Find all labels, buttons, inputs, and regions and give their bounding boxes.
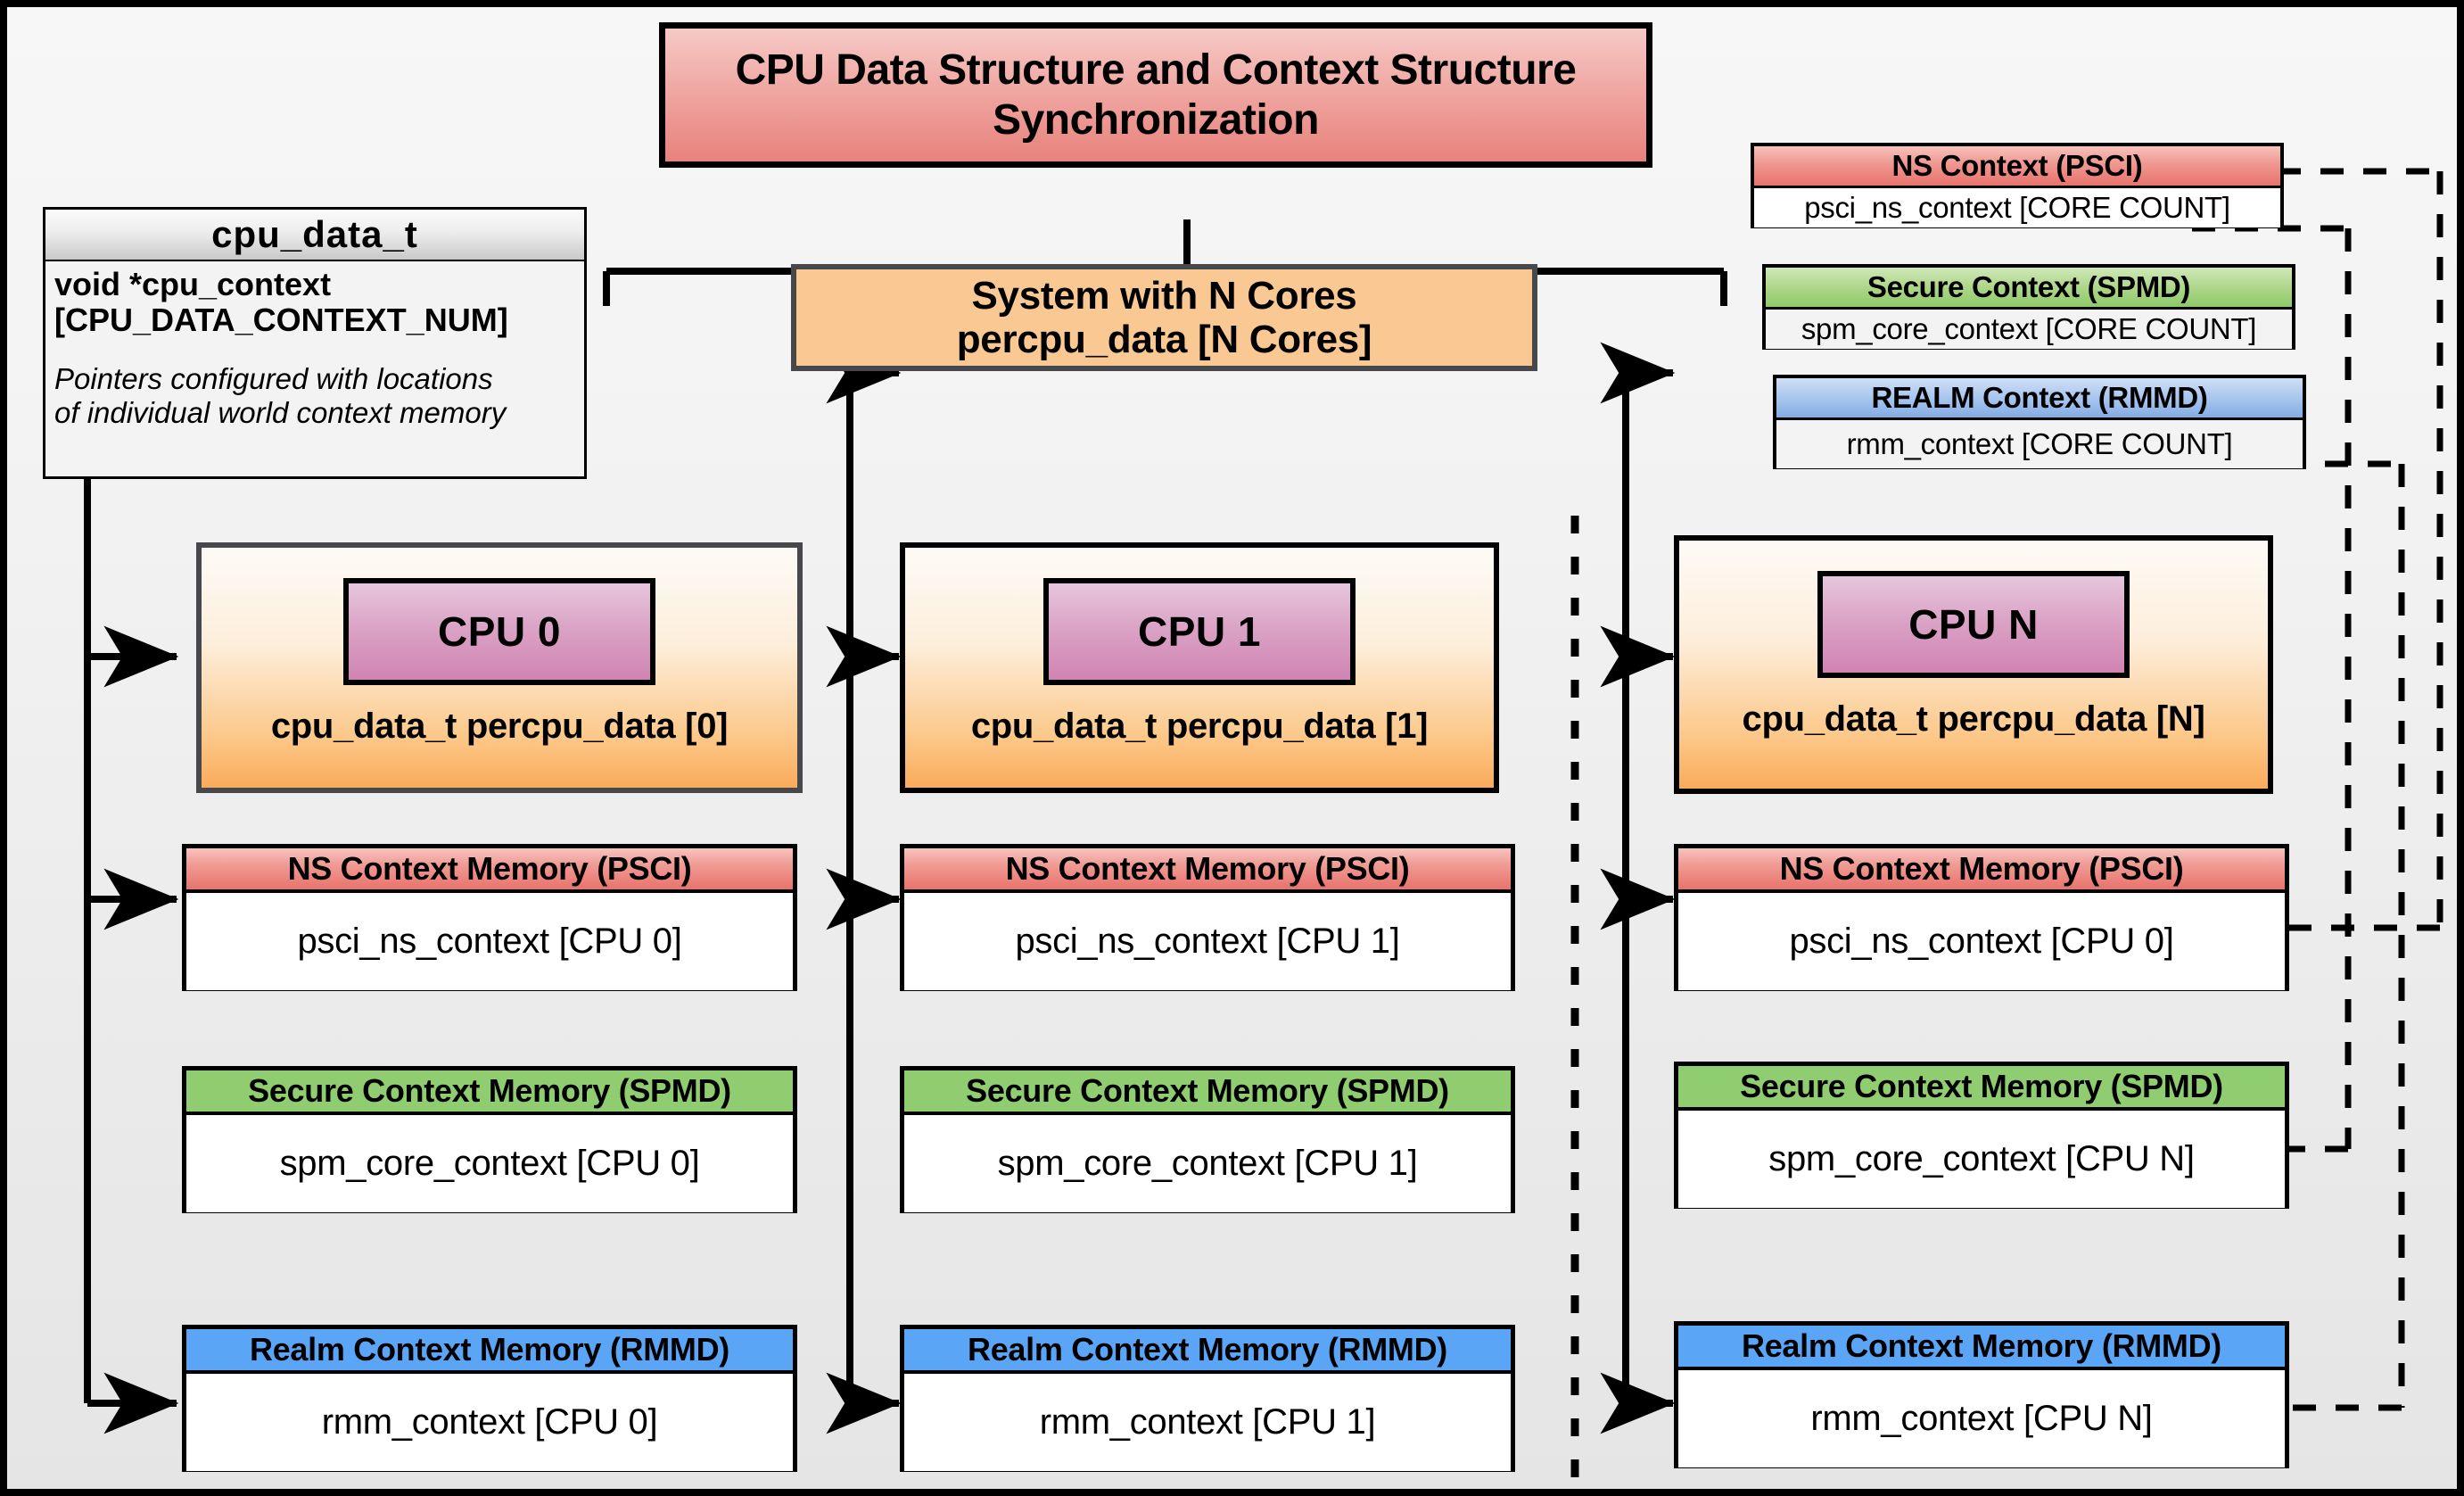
ctx-header-cpu0-ns: NS Context Memory (PSCI) (186, 848, 793, 893)
legend-ns-context-header: NS Context (PSCI) (1754, 146, 2280, 188)
cpu-array-label-0: cpu_data_t percpu_data [0] (270, 707, 729, 746)
ctx-body-cpun-secure: spm_core_context [CPU N] (1678, 1111, 2285, 1208)
cpu-box-n: CPU N cpu_data_t percpu_data [N] (1674, 535, 2273, 794)
cpun-pointer-arrows (1600, 342, 1676, 1434)
cpu-data-struct-field-line1: void *cpu_context (54, 266, 332, 302)
ctx-box-cpu0-ns: NS Context Memory (PSCI) psci_ns_context… (182, 844, 797, 991)
legend-secure-context-header: Secure Context (SPMD) (1766, 268, 2292, 310)
ctx-box-cpu0-realm: Realm Context Memory (RMMD) rmm_context … (182, 1325, 797, 1472)
cpu-array-label-n: cpu_data_t percpu_data [N] (1742, 699, 2205, 739)
ctx-header-cpun-secure: Secure Context Memory (SPMD) (1678, 1066, 2285, 1111)
ctx-body-cpun-realm: rmm_context [CPU N] (1678, 1370, 2285, 1467)
cpu-box-1: CPU 1 cpu_data_t percpu_data [1] (900, 542, 1499, 793)
ctx-box-cpun-realm: Realm Context Memory (RMMD) rmm_context … (1674, 1321, 2289, 1468)
cpu-data-struct-header: cpu_data_t (45, 210, 584, 261)
page-title: CPU Data Structure and Context Structure… (659, 22, 1652, 168)
ctx-body-cpu0-realm: rmm_context [CPU 0] (186, 1374, 793, 1471)
legend-realm-context-body: rmm_context [CORE COUNT] (1776, 420, 2303, 468)
ctx-header-cpun-realm: Realm Context Memory (RMMD) (1678, 1326, 2285, 1370)
cpu-data-struct-note-line2: of individual world context memory (54, 395, 507, 429)
cpu-array-label-1: cpu_data_t percpu_data [1] (970, 707, 1429, 746)
ctx-header-cpun-ns: NS Context Memory (PSCI) (1678, 848, 2285, 893)
cpu-chip-1: CPU 1 (1043, 578, 1356, 685)
cpu1-pointer-arrows (826, 342, 902, 1434)
ctx-box-cpu0-secure: Secure Context Memory (SPMD) spm_core_co… (182, 1066, 797, 1213)
ctx-body-cpun-ns: psci_ns_context [CPU 0] (1678, 893, 2285, 990)
ctx-header-cpu1-secure: Secure Context Memory (SPMD) (904, 1070, 1511, 1115)
ctx-header-cpu1-realm: Realm Context Memory (RMMD) (904, 1329, 1511, 1374)
system-line2: percpu_data [N Cores] (956, 318, 1372, 361)
ctx-body-cpu1-ns: psci_ns_context [CPU 1] (904, 893, 1511, 990)
ctx-box-cpu1-ns: NS Context Memory (PSCI) psci_ns_context… (900, 844, 1515, 991)
ctx-header-cpu0-secure: Secure Context Memory (SPMD) (186, 1070, 793, 1115)
legend-realm-context-header: REALM Context (RMMD) (1776, 378, 2303, 420)
legend-secure-context: Secure Context (SPMD) spm_core_context [… (1762, 264, 2295, 350)
cpu-data-struct-note-line1: Pointers configured with locations (54, 361, 493, 395)
ctx-box-cpu1-realm: Realm Context Memory (RMMD) rmm_context … (900, 1325, 1515, 1472)
system-line1: System with N Cores (971, 273, 1357, 318)
ctx-body-cpu0-ns: psci_ns_context [CPU 0] (186, 893, 793, 990)
page-title-line1: CPU Data Structure and Context Structure (735, 46, 1577, 95)
system-box: System with N Cores percpu_data [N Cores… (791, 264, 1537, 371)
cpu0-pointer-arrows (84, 342, 179, 1434)
page-title-line2: Synchronization (993, 95, 1319, 144)
ctx-header-cpu1-ns: NS Context Memory (PSCI) (904, 848, 1511, 893)
cpu-data-struct-box: cpu_data_t void *cpu_context [CPU_DATA_C… (43, 207, 587, 479)
ctx-header-cpu0-realm: Realm Context Memory (RMMD) (186, 1329, 793, 1374)
ctx-body-cpu0-secure: spm_core_context [CPU 0] (186, 1115, 793, 1212)
legend-ns-context: NS Context (PSCI) psci_ns_context [CORE … (1751, 143, 2284, 228)
ctx-body-cpu1-secure: spm_core_context [CPU 1] (904, 1115, 1511, 1212)
cpu-data-struct-body: void *cpu_context [CPU_DATA_CONTEXT_NUM]… (45, 261, 584, 430)
legend-ns-context-body: psci_ns_context [CORE COUNT] (1754, 188, 2280, 227)
ctx-box-cpun-secure: Secure Context Memory (SPMD) spm_core_co… (1674, 1062, 2289, 1209)
legend-secure-context-body: spm_core_context [CORE COUNT] (1766, 310, 2292, 349)
cpu-box-0: CPU 0 cpu_data_t percpu_data [0] (196, 542, 803, 793)
cpu-chip-n: CPU N (1817, 571, 2130, 678)
ctx-box-cpun-ns: NS Context Memory (PSCI) psci_ns_context… (1674, 844, 2289, 991)
cpu-chip-0: CPU 0 (343, 578, 655, 685)
diagram-inner-canvas: CPU 0 --> (7, 7, 2457, 1489)
ctx-box-cpu1-secure: Secure Context Memory (SPMD) spm_core_co… (900, 1066, 1515, 1213)
cpu-data-struct-field-line2: [CPU_DATA_CONTEXT_NUM] (54, 302, 508, 339)
legend-realm-context: REALM Context (RMMD) rmm_context [CORE C… (1773, 375, 2306, 469)
ctx-body-cpu1-realm: rmm_context [CPU 1] (904, 1374, 1511, 1471)
